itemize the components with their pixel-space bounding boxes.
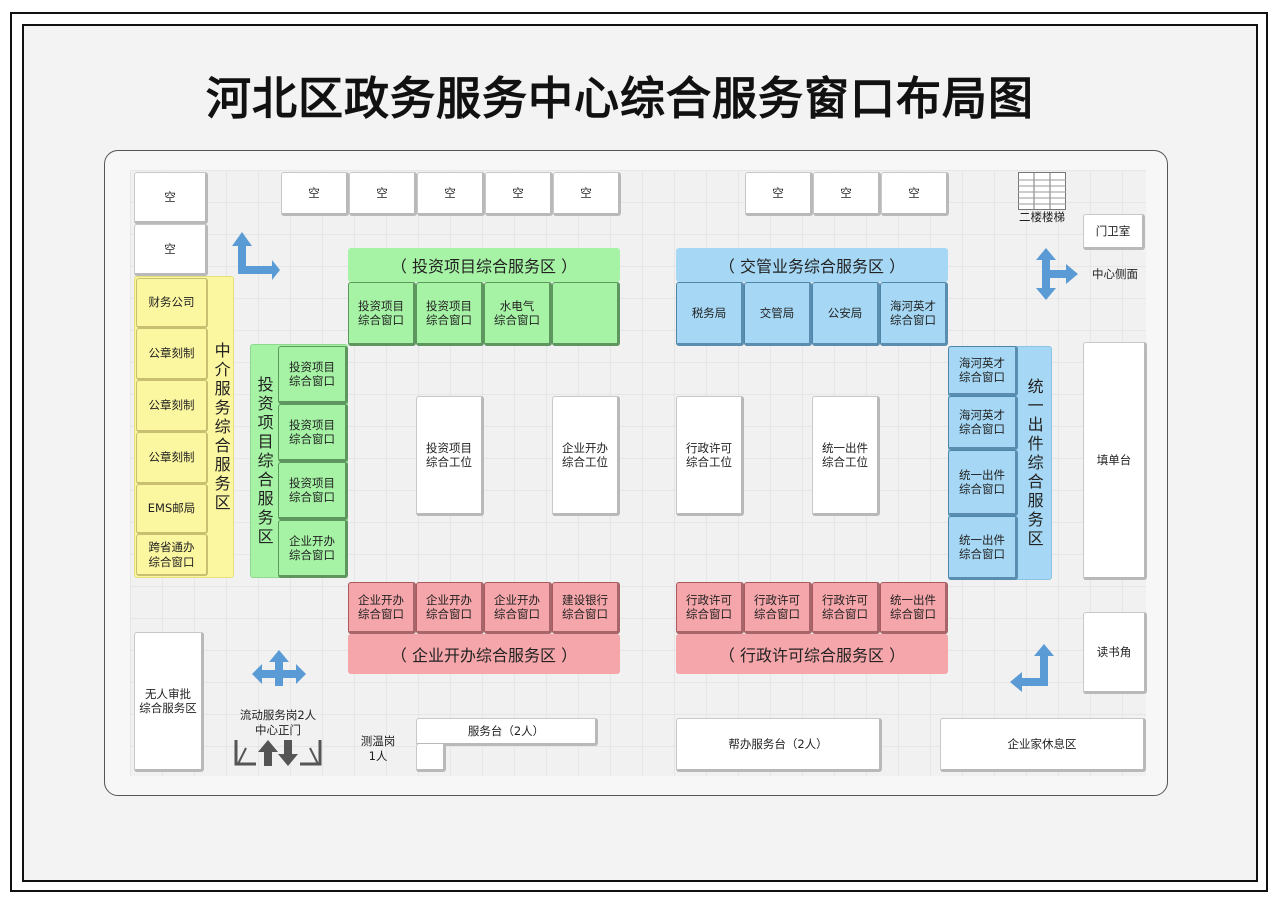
empty-slot: 空 — [881, 172, 949, 216]
unified-window: 统一出件 综合窗口 — [948, 450, 1018, 516]
intermediary-window: 公章刻制 — [136, 432, 208, 484]
lounge: 企业家休息区 — [940, 718, 1146, 772]
unified-window: 统一出件 综合窗口 — [880, 582, 948, 634]
workstation: 投资项目 综合工位 — [416, 396, 484, 516]
admin-title: （ 行政许可综合服务区 ） — [676, 634, 948, 674]
enterprise-title: （ 企业开办综合服务区 ） — [348, 634, 620, 674]
investment-window: 投资项目 综合窗口 — [278, 404, 348, 462]
help-desk: 帮办服务台（2人） — [676, 718, 882, 772]
guard-room: 门卫室 — [1083, 214, 1145, 250]
investment-left-title: 投资项目综合服务区 — [254, 375, 274, 547]
empty-slot: 空 — [745, 172, 813, 216]
enterprise-window: 企业开办 综合窗口 — [348, 582, 416, 634]
workstation: 行政许可 综合工位 — [676, 396, 744, 516]
service-desk: 服务台（2人） — [416, 718, 598, 746]
unified-window: 统一出件 综合窗口 — [948, 516, 1018, 580]
intermediary-window: 跨省通办 综合窗口 — [136, 534, 208, 576]
stairs-label: 二楼楼梯 — [1019, 210, 1065, 224]
stairs-icon — [1018, 172, 1066, 210]
empty-slot: 空 — [134, 172, 208, 224]
empty-slot: 空 — [281, 172, 349, 216]
utility-window: 水电气 综合窗口 — [484, 282, 552, 346]
entrance-icon — [234, 740, 322, 766]
intermediary-window: 公章刻制 — [136, 328, 208, 380]
traffic-window: 海河英才 综合窗口 — [880, 282, 948, 346]
investment-window: 投资项目 综合窗口 — [278, 346, 348, 404]
unified-window: 海河英才 综合窗口 — [948, 396, 1018, 450]
empty-slot: 空 — [553, 172, 621, 216]
intermediary-window: 公章刻制 — [136, 380, 208, 432]
intermediary-window: 财务公司 — [136, 278, 208, 328]
admin-window: 行政许可 综合窗口 — [812, 582, 880, 634]
admin-window: 行政许可 综合窗口 — [676, 582, 744, 634]
investment-window: 投资项目 综合窗口 — [416, 282, 484, 346]
admin-window: 行政许可 综合窗口 — [744, 582, 812, 634]
empty-slot: 空 — [349, 172, 417, 216]
investment-top-title: （ 投资项目综合服务区 ） — [348, 248, 620, 282]
investment-window: 投资项目 综合窗口 — [278, 462, 348, 520]
temp-post-label: 测温岗 1人 — [360, 734, 396, 763]
reading-corner: 读书角 — [1083, 612, 1147, 694]
empty-slot: 空 — [417, 172, 485, 216]
investment-window: 投资项目 综合窗口 — [348, 282, 416, 346]
unmanned-zone: 无人审批 综合服务区 — [134, 632, 204, 772]
investment-window-blank — [552, 282, 620, 346]
direction-arrow-icon — [1010, 644, 1054, 692]
bank-window: 建设银行 综合窗口 — [552, 582, 620, 634]
empty-slot: 空 — [134, 224, 208, 276]
workstation: 统一出件 综合工位 — [812, 396, 880, 516]
unified-title: 统一出件综合服务区 — [1024, 377, 1044, 549]
enterprise-window: 企业开办 综合窗口 — [484, 582, 552, 634]
intermediary-title: 中介服务综合服务区 — [211, 341, 231, 513]
unified-window: 海河英才 综合窗口 — [948, 346, 1018, 396]
workstation: 企业开办 综合工位 — [552, 396, 620, 516]
empty-slot: 空 — [813, 172, 881, 216]
direction-arrow-icon — [232, 232, 280, 280]
service-desk-return — [416, 744, 446, 772]
traffic-title: （ 交管业务综合服务区 ） — [676, 248, 948, 282]
traffic-window: 税务局 — [676, 282, 744, 346]
center-side-label: 中心侧面 — [1092, 267, 1138, 281]
fill-desk: 填单台 — [1083, 342, 1147, 580]
traffic-window: 公安局 — [812, 282, 880, 346]
enterprise-window: 企业开办 综合窗口 — [278, 520, 348, 578]
direction-arrow-icon — [252, 650, 306, 686]
mobile-post-label: 流动服务岗2人 中心正门 — [239, 708, 317, 737]
page-title: 河北区政务服务中心综合服务窗口布局图 — [205, 72, 1034, 125]
enterprise-window: 企业开办 综合窗口 — [416, 582, 484, 634]
intermediary-window: EMS邮局 — [136, 484, 208, 534]
direction-arrow-icon — [1036, 248, 1078, 300]
empty-slot: 空 — [485, 172, 553, 216]
traffic-window: 交管局 — [744, 282, 812, 346]
